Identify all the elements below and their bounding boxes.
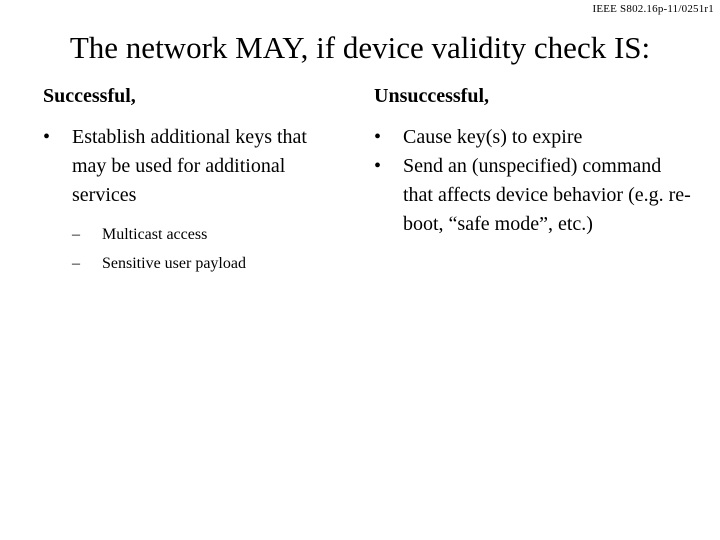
bullet-icon: • [43,126,51,148]
bullet-item: • Send an (unspecified) command that aff… [374,152,694,239]
dash-icon: – [72,226,80,243]
successful-heading: Successful, [43,85,136,107]
bullet-text: Send an (unspecified) command that affec… [403,155,691,235]
sub-bullet-text: Multicast access [102,226,208,243]
bullet-icon: • [374,126,382,148]
unsuccessful-column: Unsuccessful, • Cause key(s) to expire •… [374,82,694,239]
sub-bullet-item: – Multicast access [72,220,343,249]
successful-column: Successful, • Establish additional keys … [43,82,343,278]
dash-icon: – [72,255,80,272]
bullet-icon: • [374,155,382,177]
bullet-item: • Cause key(s) to expire [374,123,694,152]
successful-bullet-list: • Establish additional keys that may be … [43,123,343,278]
bullet-text: Establish additional keys that may be us… [72,126,307,206]
sub-bullet-list: – Multicast access – Sensitive user payl… [72,220,343,278]
unsuccessful-bullet-list: • Cause key(s) to expire • Send an (unsp… [374,123,694,239]
document-id: IEEE S802.16p-11/0251r1 [592,3,714,15]
slide-title: The network MAY, if device validity chec… [69,30,651,65]
sub-bullet-text: Sensitive user payload [102,255,246,272]
bullet-item: • Establish additional keys that may be … [43,123,343,278]
bullet-text: Cause key(s) to expire [403,126,583,148]
sub-bullet-item: – Sensitive user payload [72,249,343,278]
unsuccessful-heading: Unsuccessful, [374,85,490,107]
